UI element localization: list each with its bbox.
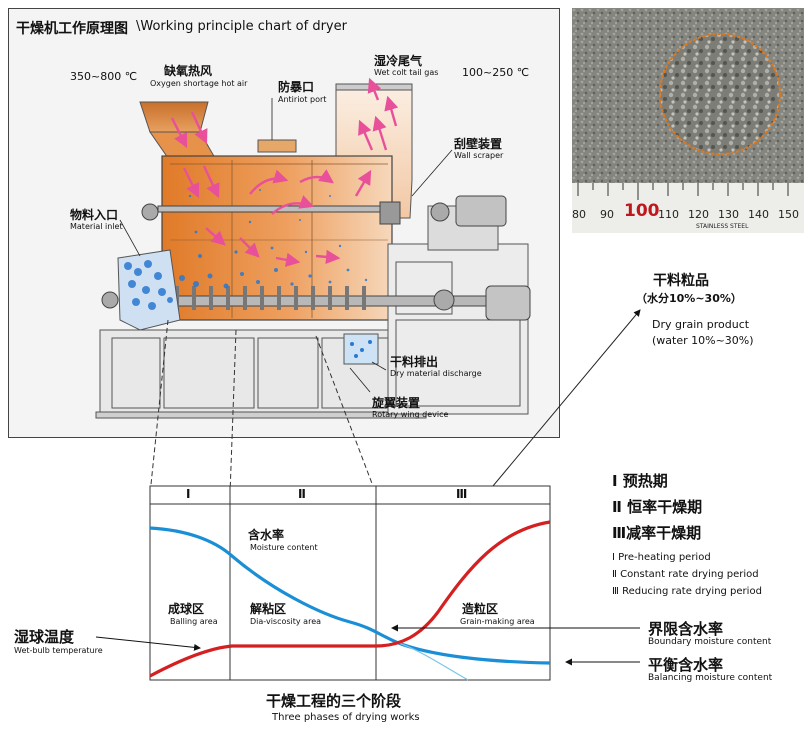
balling-label-cn: 成球区 xyxy=(168,602,205,616)
rotary-label-cn: 旋翼装置 xyxy=(372,396,421,410)
discharge-outlet xyxy=(343,333,379,365)
inlet-temperature: 350~800 ℃ xyxy=(70,70,138,83)
legend-phase3-en: Ⅲ Reducing rate drying period xyxy=(612,586,762,597)
grain-label-cn: 造粒区 xyxy=(462,602,499,616)
antiriot-port-shape xyxy=(257,139,297,153)
graph-caption-cn: 干燥工程的三个阶段 xyxy=(266,692,402,710)
diagram-title-cn: 干燥机工作原理图 xyxy=(16,21,128,37)
graph-frame xyxy=(149,503,551,681)
temperature-curve xyxy=(149,520,551,678)
moisture-content-curve xyxy=(149,526,551,665)
port-label-cn: 防暴口 xyxy=(278,80,315,94)
discharge-label-cn: 干料排出 xyxy=(390,355,439,369)
ruler-tick-120: 120 xyxy=(688,208,709,221)
diagram-title-en: \Working principle chart of dryer xyxy=(136,19,347,34)
ruler-tick-90: 90 xyxy=(600,208,614,221)
ruler-tick-140: 140 xyxy=(748,208,769,221)
ruler-tick-130: 130 xyxy=(718,208,739,221)
dryer-base-frame xyxy=(95,205,529,419)
phase-projection-lines xyxy=(149,319,377,495)
boundary-label-en: Boundary moisture content xyxy=(648,637,772,647)
granule-photo: 80 90 100 110 120 130 140 150 STAINLESS … xyxy=(572,8,804,233)
ruler-tick-100: 100 xyxy=(624,201,660,221)
balling-label-en: Balling area xyxy=(170,617,218,626)
rotary-label-en: Rotary wing device xyxy=(372,410,449,419)
inlet-label-en: Material inlet xyxy=(70,222,123,231)
label-leader-lines xyxy=(119,98,453,393)
ruler-tick-80: 80 xyxy=(572,208,586,221)
product-title-en: Dry grain product xyxy=(652,318,750,331)
boundary-label-cn: 界限含水率 xyxy=(648,620,724,638)
legend-phase1-en: Ⅰ Pre-heating period xyxy=(612,552,711,563)
legend-phase3-cn: Ⅲ减率干燥期 xyxy=(612,524,702,542)
port-label-en: Antiriot port xyxy=(278,95,327,104)
legend-phase2-cn: Ⅱ 恒率干燥期 xyxy=(612,498,703,516)
inlet-label-cn: 物料入口 xyxy=(70,208,119,222)
phase-roman-3: Ⅲ xyxy=(456,487,468,501)
tail-gas-label-en: Wet colt tail gas xyxy=(374,68,439,77)
graph-pointer-arrows xyxy=(95,624,640,666)
phase-header xyxy=(149,485,551,505)
balance-label-en: Balancing moisture content xyxy=(648,673,773,683)
phase-roman-1: Ⅰ xyxy=(186,487,191,501)
scraper-label-cn: 刮壁装置 xyxy=(454,137,503,151)
dia-label-cn: 解粘区 xyxy=(250,602,287,616)
ruler-tick-150: 150 xyxy=(778,208,799,221)
product-title-cn: 干料粒品 xyxy=(653,273,709,289)
moisture-extension-line xyxy=(395,641,469,681)
wetbulb-label-cn: 湿球温度 xyxy=(14,628,75,646)
phase-roman-2: Ⅱ xyxy=(298,487,306,501)
granule-photo-graphics xyxy=(572,8,804,233)
discharge-label-en: Dry material discharge xyxy=(390,369,482,378)
moisture-label-en: Moisture content xyxy=(250,543,318,552)
hot-air-flow-arrows xyxy=(170,77,399,267)
product-water-en: (water 10%~30%) xyxy=(652,334,754,347)
ruler-brand: STAINLESS STEEL xyxy=(696,223,749,230)
drive-shaft-and-motors xyxy=(101,195,531,321)
outlet-temperature: 100~250 ℃ xyxy=(462,66,530,79)
tail-gas-label-cn: 湿冷尾气 xyxy=(374,54,423,68)
legend-phase1-cn: Ⅰ 预热期 xyxy=(612,472,668,490)
wetbulb-label-en: Wet-bulb temperature xyxy=(14,646,103,655)
balance-label-cn: 平衡含水率 xyxy=(648,656,724,674)
hot-air-label-cn: 缺氧热风 xyxy=(164,64,213,78)
moisture-label-cn: 含水率 xyxy=(248,528,285,542)
dia-label-en: Dia-viscosity area xyxy=(250,617,322,626)
wet-material-particles xyxy=(124,189,368,310)
scraper-label-en: Wall scraper xyxy=(454,151,504,160)
grain-label-en: Grain-making area xyxy=(460,617,535,626)
ruler-tick-110: 110 xyxy=(658,208,679,221)
product-water-cn: （水分10%~30%） xyxy=(636,292,742,305)
hot-air-label-en: Oxygen shortage hot air xyxy=(150,79,248,88)
legend-phase2-en: Ⅱ Constant rate drying period xyxy=(612,569,759,580)
graph-caption-en: Three phases of drying works xyxy=(272,712,420,723)
